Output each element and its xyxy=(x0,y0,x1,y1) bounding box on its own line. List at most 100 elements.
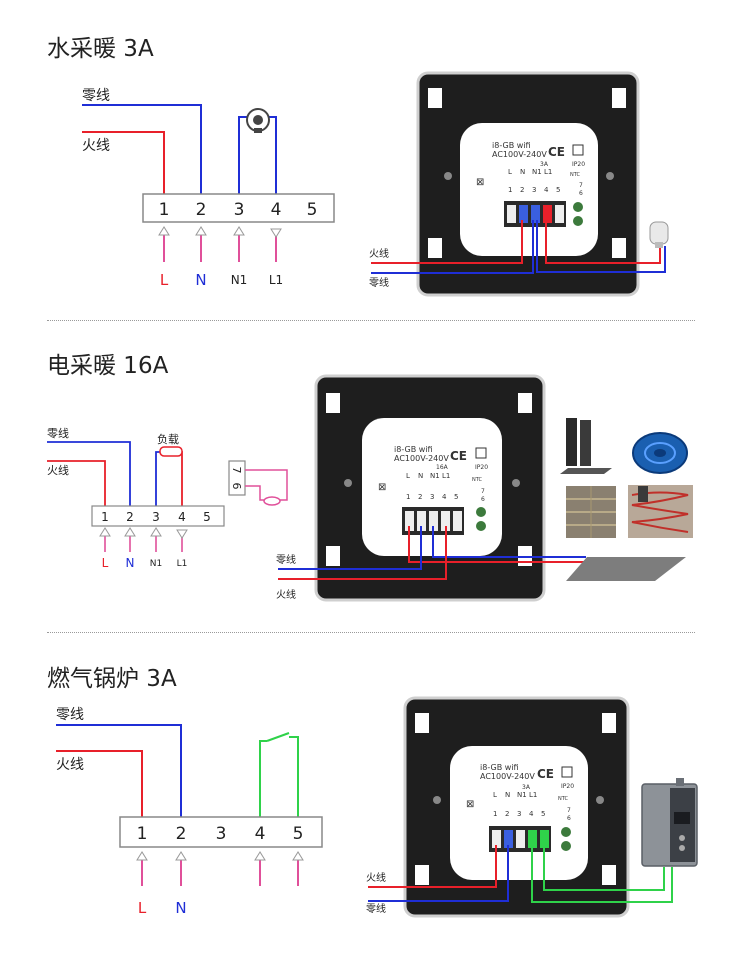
panel-term-number: 4 xyxy=(544,186,549,194)
live-label: 火线 xyxy=(56,757,84,773)
schematic-gas: 零线 火线 1 2 3 4 5 L N xyxy=(56,707,323,917)
panel-model: i8-GB wifi xyxy=(480,763,519,772)
panel-ip: IP20 xyxy=(475,464,488,471)
live-wire xyxy=(371,220,523,264)
photo-live-label: 火线 xyxy=(276,588,296,601)
terminal-number: 5 xyxy=(203,510,211,524)
panel-term-label: L xyxy=(508,168,512,176)
panel-term-number: 5 xyxy=(541,810,545,818)
neutral-wire xyxy=(371,220,534,274)
panel-term-label: L1 xyxy=(544,168,552,176)
panel-side-number: 6 xyxy=(579,190,583,197)
panel-term-number: 4 xyxy=(529,810,534,818)
section-title-electric: 电采暖 16A xyxy=(47,353,169,379)
terminal-number: 1 xyxy=(159,200,170,220)
arrow-up-icon xyxy=(292,851,304,861)
terminal-number: 3 xyxy=(152,510,160,524)
valve-wire xyxy=(238,116,248,194)
photo-neutral-label: 零线 xyxy=(366,902,386,915)
panel-term-number: 2 xyxy=(505,810,509,818)
arrow-up-icon xyxy=(175,851,187,861)
valve-wire xyxy=(536,220,666,273)
neutral-wire xyxy=(278,526,422,570)
divider xyxy=(47,320,695,321)
load-wire xyxy=(175,451,183,506)
valve-wire xyxy=(545,220,661,264)
thermostat-photo-electric: i8-GB wifi AC100V-240V 16A CE IP20 ⊠ L N… xyxy=(276,374,693,602)
boiler-control-wire xyxy=(531,845,673,903)
load-wire xyxy=(432,526,586,558)
panel-ip: IP20 xyxy=(561,783,574,790)
terminal-number: 5 xyxy=(307,200,318,220)
bottom-label-l1: L1 xyxy=(177,559,188,569)
panel-term-number: 2 xyxy=(520,186,524,194)
sensor-terminal-number: 7 xyxy=(230,467,243,474)
panel-ntc: NTC xyxy=(472,477,483,483)
terminal-number: 2 xyxy=(176,824,187,844)
bottom-label-l: L xyxy=(160,271,169,289)
svg-text:CE: CE xyxy=(450,449,467,463)
panel-side-number: 6 xyxy=(567,815,571,822)
schematic-electric: 零线 火线 负载 1 2 3 4 5 L N N1 L1 7 6 xyxy=(47,426,288,570)
weee-icon: ⊠ xyxy=(378,482,386,493)
bottom-label-l: L xyxy=(102,556,109,570)
panel-side-number: 7 xyxy=(579,182,583,189)
bottom-label-n1: N1 xyxy=(231,273,248,287)
arrow-up-icon xyxy=(158,226,170,236)
live-wire xyxy=(56,750,143,817)
bottom-label-n: N xyxy=(195,271,206,289)
live-wire xyxy=(368,845,497,888)
ntc-sensor-icon xyxy=(263,496,281,506)
valve-wire xyxy=(268,116,277,194)
svg-text:CE: CE xyxy=(537,767,554,781)
terminal-number: 3 xyxy=(216,824,227,844)
thermostat-photo-gas: i8-GB wifi AC100V-240V 3A CE IP20 ⊠ L N … xyxy=(366,696,698,918)
boiler-control-wire xyxy=(543,845,665,891)
panel-voltage: AC100V-240V xyxy=(492,150,547,159)
neutral-label: 零线 xyxy=(82,88,110,104)
live-wire xyxy=(47,460,106,506)
neutral-label: 零线 xyxy=(56,707,84,723)
arrow-down-icon xyxy=(176,529,188,539)
cable-floor-photo xyxy=(628,485,693,538)
panel-rating: 16A xyxy=(436,464,449,471)
panel-model: i8-GB wifi xyxy=(394,445,433,454)
arrow-up-icon xyxy=(124,527,136,537)
panel-ntc: NTC xyxy=(558,796,569,802)
load-wire xyxy=(408,526,586,563)
photo-live-label: 火线 xyxy=(369,247,389,260)
sensor-wire xyxy=(245,485,267,501)
panel-term-number: 3 xyxy=(517,810,521,818)
panel-term-label: L xyxy=(406,472,410,480)
panel-term-label: N xyxy=(418,472,423,480)
panel-side-number: 7 xyxy=(481,488,485,495)
live-wire xyxy=(82,131,165,194)
terminal-block xyxy=(91,505,225,527)
weee-icon: ⊠ xyxy=(476,177,484,188)
terminal-number: 4 xyxy=(271,200,282,220)
neutral-wire xyxy=(368,845,509,902)
panel-model: i8-GB wifi xyxy=(492,141,531,150)
bottom-label-n: N xyxy=(175,899,186,917)
live-label: 火线 xyxy=(82,138,110,154)
panel-rating: 3A xyxy=(540,161,549,168)
panel-term-label: L1 xyxy=(529,791,537,799)
thermostat-photo-water: i8-GB wifi AC100V-240V 3A CE IP20 ⊠ L N … xyxy=(369,71,669,297)
neutral-wire xyxy=(47,441,131,506)
neutral-wire xyxy=(82,104,202,194)
section-title-gas: 燃气锅炉 3A xyxy=(47,666,177,692)
heating-cable-icon xyxy=(632,432,688,474)
terminal-number: 3 xyxy=(234,200,245,220)
load-wire xyxy=(155,451,163,506)
panel-side-number: 6 xyxy=(481,496,485,503)
arrow-down-icon xyxy=(270,228,282,238)
photo-neutral-label: 零线 xyxy=(369,276,389,289)
arrow-up-icon xyxy=(136,851,148,861)
bottom-label-n1: N1 xyxy=(150,559,162,569)
panel-term-label: N1 xyxy=(532,168,542,176)
arrow-up-icon xyxy=(99,527,111,537)
terminal-number: 4 xyxy=(178,510,186,524)
panel-term-label: N1 xyxy=(517,791,527,799)
photo-live-label: 火线 xyxy=(366,871,386,884)
terminal-number: 4 xyxy=(255,824,266,844)
